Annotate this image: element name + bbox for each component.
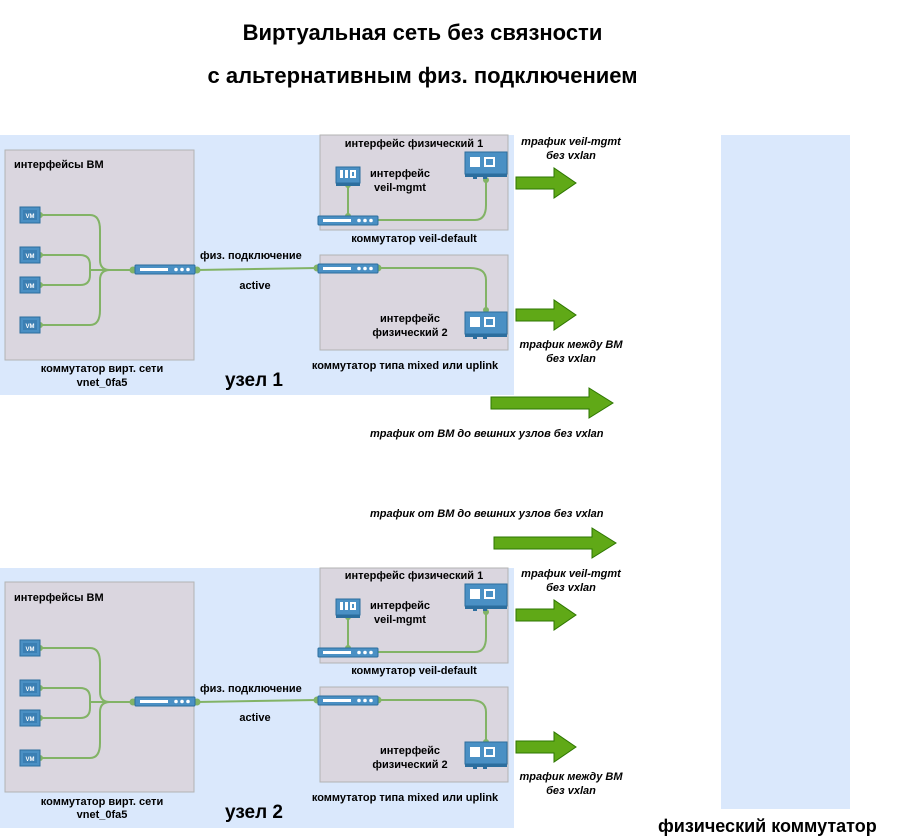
node-1-phys-nic-1-icon <box>464 151 508 180</box>
node-1-phys-iface2-line1: интерфейс <box>379 313 441 325</box>
node-2 <box>0 567 514 828</box>
node-1-default-switch-icon <box>317 215 379 226</box>
node-2-mgmt-iface-line1: интерфейс <box>369 600 431 612</box>
physical-switch-label: физический коммутатор <box>658 816 877 836</box>
node-2-phys-nic-2-icon <box>464 741 508 770</box>
node-1-phys-nic-2-icon <box>464 311 508 340</box>
traffic-mgmt-2-line1: трафик veil-mgmt <box>521 568 621 580</box>
node-2-uplink-switch-label: коммутатор типа mixed или uplink <box>311 792 499 804</box>
traffic-vm-2-line1: трафик между ВМ <box>519 771 623 783</box>
node-1-uplink-switch-icon <box>317 263 379 274</box>
arrow-node-1-vm <box>515 299 577 331</box>
node-2-vswitch-label-line1: коммутатор вирт. сети <box>40 796 164 808</box>
node-1-mgmt-iface-line1: интерфейс <box>369 168 431 180</box>
node-2-phys-iface2-line1: интерфейс <box>379 745 441 757</box>
node-2-default-switch-label: коммутатор veil-default <box>351 665 477 677</box>
traffic-vm-1-line1: трафик между ВМ <box>519 339 623 351</box>
arrow-node-2-external <box>493 527 617 559</box>
node-2-default-switch-icon <box>317 647 379 658</box>
node-1-phys-iface2-line2: физический 2 <box>372 327 448 339</box>
node-2-vm-icon-4 <box>19 749 41 767</box>
traffic-mgmt-2-line2: без vxlan <box>546 582 596 594</box>
arrow-node-1-mgmt <box>515 167 577 199</box>
node-2-phys-link-state: active <box>239 712 271 724</box>
node-1-mgmt-nic-icon <box>335 166 361 187</box>
node-2-vm-icon-1 <box>19 639 41 657</box>
node-1-vm-icon-2 <box>19 246 41 264</box>
node-1-phys-link-state: active <box>239 280 271 292</box>
node-2-name: узел 2 <box>225 802 283 823</box>
node-2-phys-iface2-line2: физический 2 <box>372 759 448 771</box>
node-2-vm-links <box>40 612 487 759</box>
node-1-vswitch-label-line2: vnet_0fa5 <box>76 377 128 389</box>
node-2-vswitch-label-line2: vnet_0fa5 <box>76 809 128 821</box>
node-1-phys-link-label: физ. подключение <box>200 250 302 262</box>
node-2-vm-icon-2 <box>19 679 41 697</box>
diagram-title-line1: Виртуальная сеть без связности <box>242 20 603 45</box>
traffic-vm-1-line2: без vxlan <box>546 353 596 365</box>
arrow-node-2-vm <box>515 731 577 763</box>
node-1-vm-group-label: интерфейсы ВМ <box>14 159 104 171</box>
diagram-title-line2: с альтернативным физ. подключением <box>207 63 638 88</box>
node-2-vnet-switch-icon <box>134 696 196 707</box>
node-1-uplink-switch-label: коммутатор типа mixed или uplink <box>311 360 499 372</box>
node-2-phys-iface1-label: интерфейс физический 1 <box>344 570 484 582</box>
node-2-vm-group-label: интерфейсы ВМ <box>14 592 104 604</box>
arrow-node-2-mgmt <box>515 599 577 631</box>
node-1-vm-icon-4 <box>19 316 41 334</box>
node-1-vswitch-label-line1: коммутатор вирт. сети <box>40 363 164 375</box>
traffic-mgmt-1-line2: без vxlan <box>546 150 596 162</box>
node-2-mgmt-iface-line2: veil-mgmt <box>374 614 426 626</box>
node-1-vm-links <box>40 180 487 326</box>
node-1-default-switch-label: коммутатор veil-default <box>351 233 477 245</box>
node-1-vnet-switch-icon <box>134 264 196 275</box>
traffic-external-1: трафик от ВМ до вешних узлов без vxlan <box>370 428 604 440</box>
physical-switch <box>721 135 850 809</box>
node-2-vm-icon-3 <box>19 709 41 727</box>
traffic-vm-2-line2: без vxlan <box>546 785 596 797</box>
node-2-mgmt-nic-icon <box>335 598 361 619</box>
node-2-phys-link-label: физ. подключение <box>200 683 302 695</box>
node-1-name: узел 1 <box>225 370 283 391</box>
node-1 <box>0 134 514 395</box>
node-2-uplink-switch-icon <box>317 695 379 706</box>
node-1-vm-icon-3 <box>19 276 41 294</box>
traffic-mgmt-1-line1: трафик veil-mgmt <box>521 136 621 148</box>
node-1-mgmt-iface-line2: veil-mgmt <box>374 182 426 194</box>
traffic-external-2: трафик от ВМ до вешних узлов без vxlan <box>370 508 604 520</box>
node-1-vm-icon-1 <box>19 206 41 224</box>
node-2-phys-nic-1-icon <box>464 583 508 612</box>
node-1-phys-iface1-label: интерфейс физический 1 <box>344 138 484 150</box>
